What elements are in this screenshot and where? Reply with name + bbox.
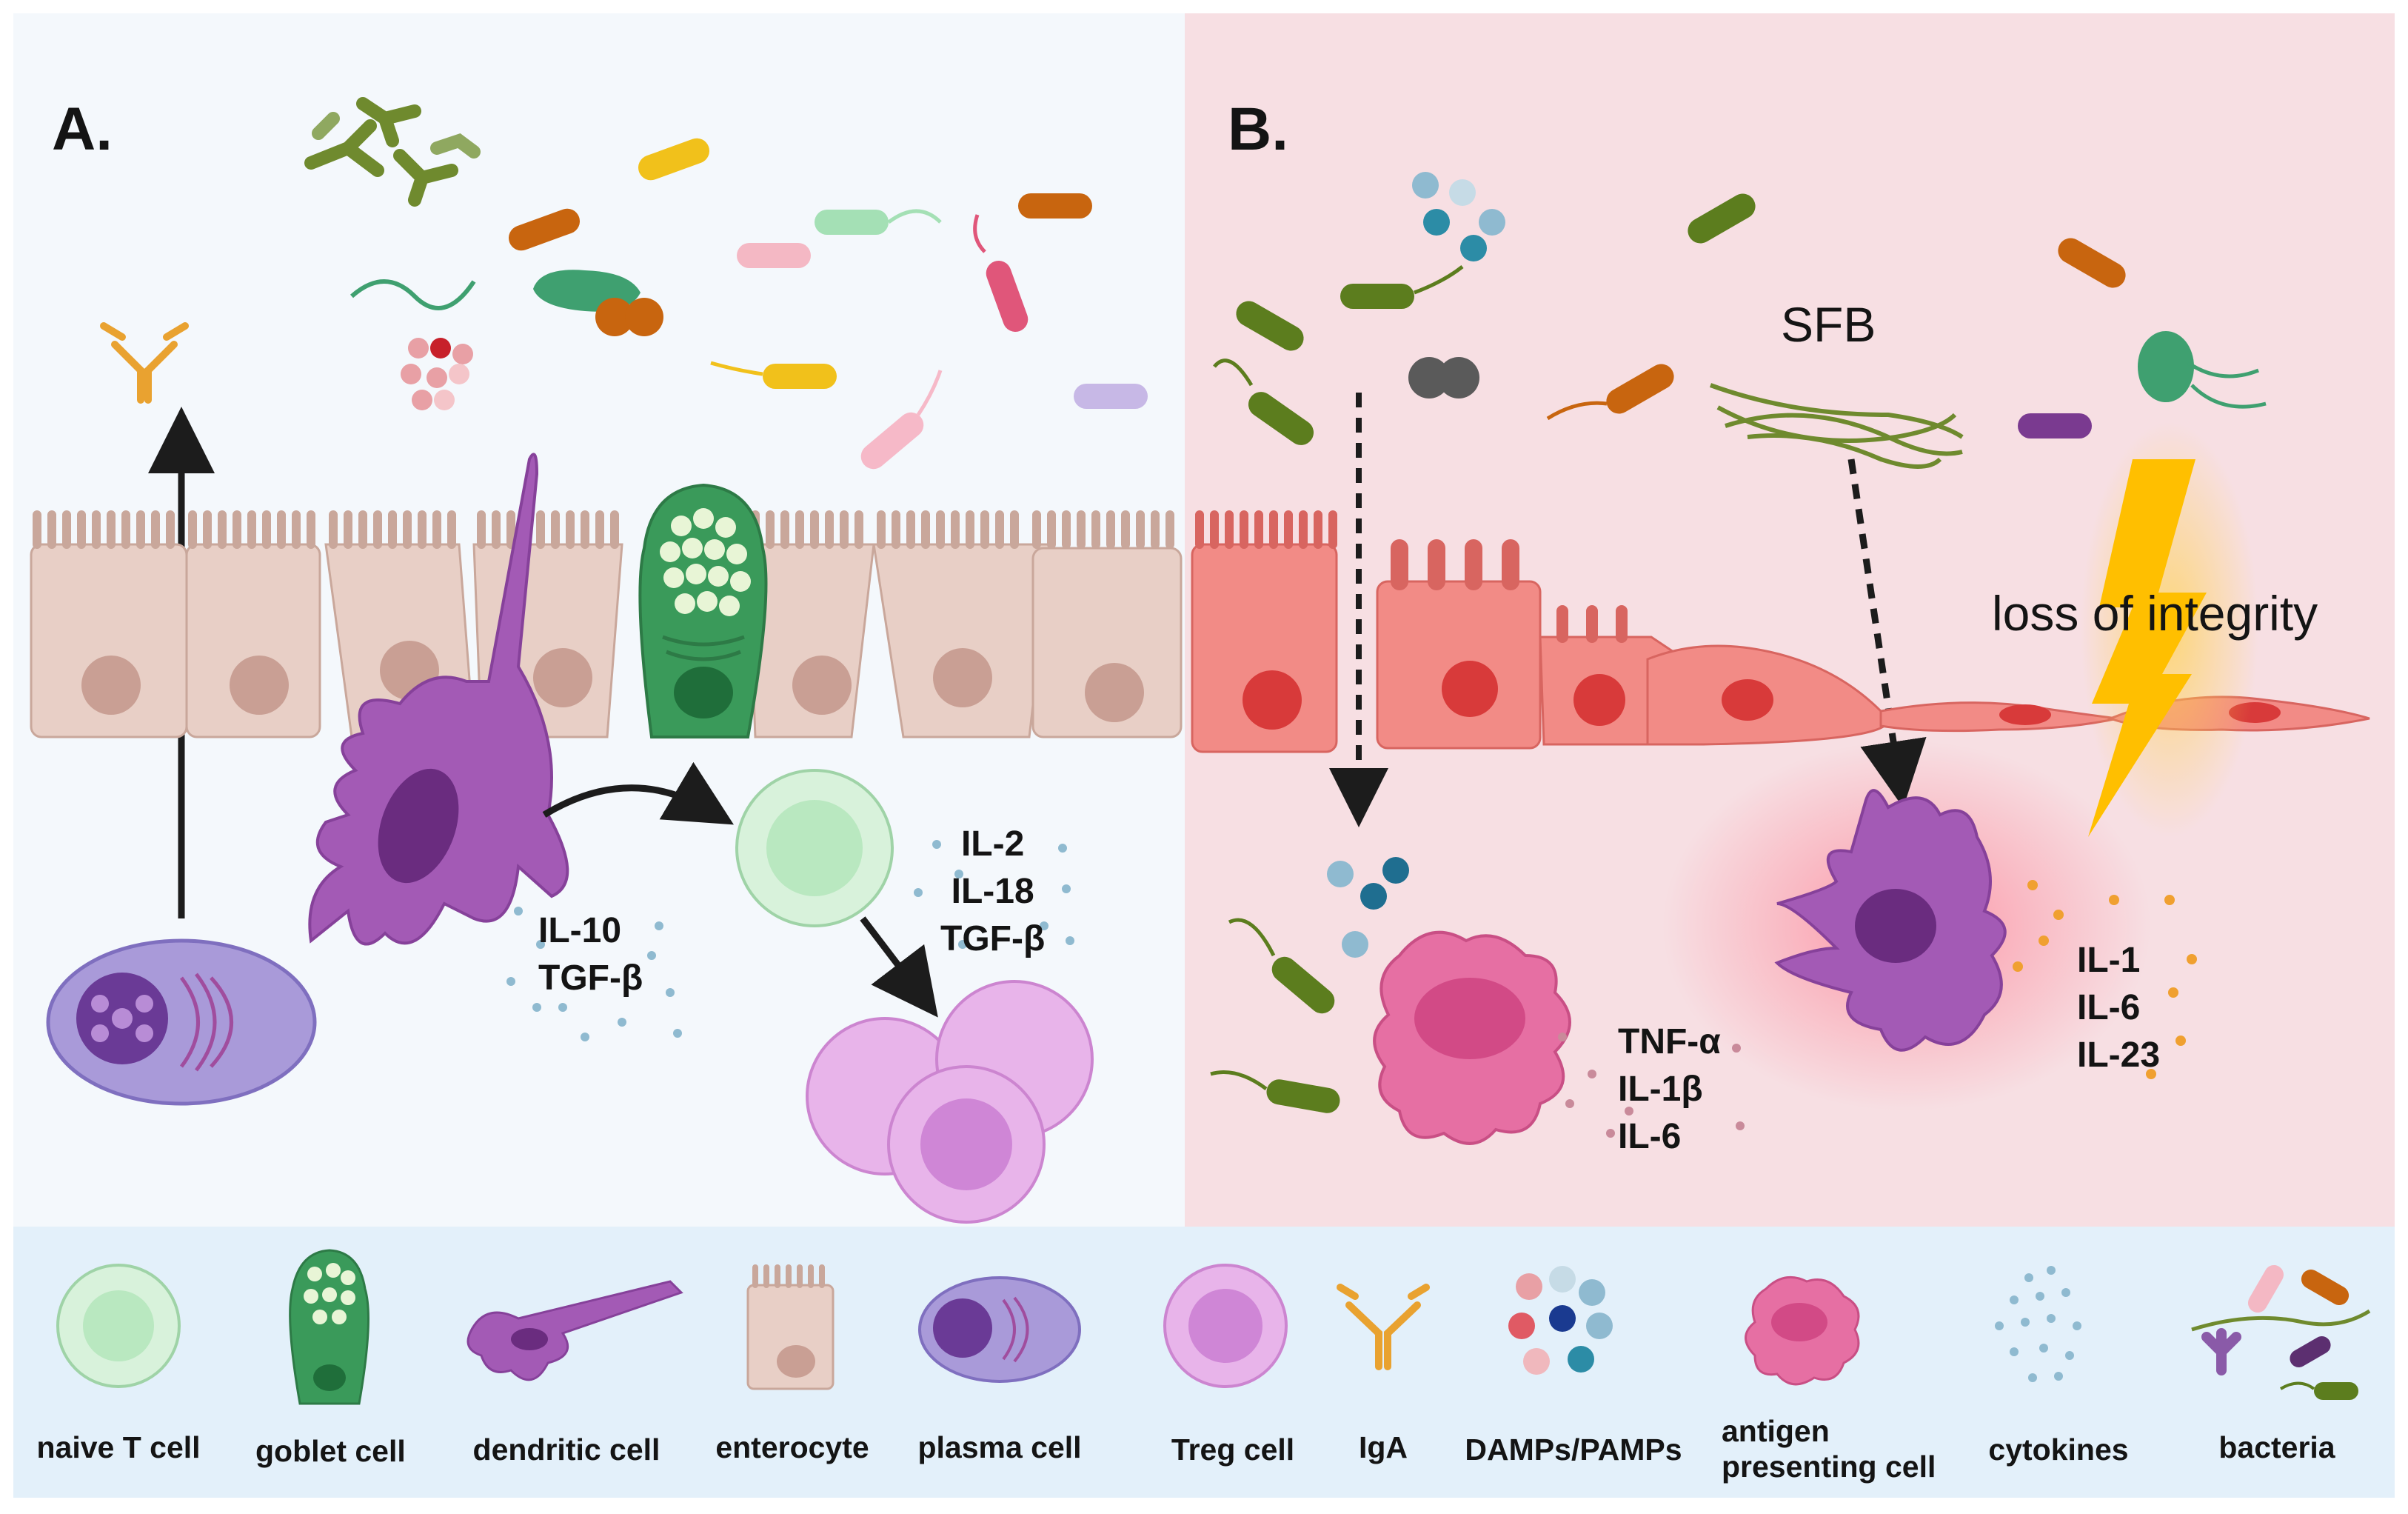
goblet-cell [638,483,768,738]
cytokine-label: IL-1β [1618,1070,1703,1109]
legend-label-damps-pamps: DAMPs/PAMPs [1465,1433,1682,1467]
cytokine-label: TGF-β [940,919,1046,958]
panel-a-bacteria [304,97,1148,475]
legend-goblet-cell-icon [289,1249,369,1405]
legend-label-naive-t-cell: naive T cell [36,1430,201,1464]
arrow-dc-to-tcell [542,761,735,825]
lightning-bolt-icon [2088,459,2207,837]
legend-label-goblet-cell: goblet cell [255,1434,406,1468]
legend-plasma-cell-icon [918,1276,1081,1383]
damps-cluster-b [1327,857,1409,958]
legend-damps-pamps-icon [1508,1266,1613,1375]
cytokine-label: TNF-α [1618,1022,1721,1061]
legend-label-treg-cell: Treg cell [1171,1433,1295,1467]
legend-label-cytokines: cytokines [1988,1433,2129,1467]
cytokine-label: IL-18 [951,872,1034,911]
branched-bacteria [304,97,481,207]
panel-a-cytokine-dots [506,840,1074,1041]
cytokine-label: IL-2 [960,824,1025,864]
legend-label-apc-line1: antigen [1722,1414,1830,1448]
apc-cytokine-dots [1558,1033,1745,1138]
legend-enterocyte-icon [746,1264,835,1390]
cytokine-label: TGF-β [538,958,643,998]
legend-label-apc-line2: presenting cell [1722,1450,1936,1484]
legend-label-iga: IgA [1358,1430,1408,1464]
legend-label-dendritic-cell: dendritic cell [472,1433,660,1467]
dc-cytokine-dots [2013,880,2197,1079]
treg-cells [806,980,1094,1224]
cytokine-label: IL-6 [2077,988,2141,1027]
green-flagellate [2138,331,2194,402]
sfb-filaments [1709,383,1964,469]
legend-dendritic-cell-icon [466,1280,683,1381]
iga-antibody [100,322,189,404]
plasma-cell [46,938,317,1106]
panel-a-epithelium [30,510,1183,738]
cytokine-label: IL-1 [2077,941,2141,980]
naive-t-cell [735,769,894,927]
legend-label-enterocyte: enterocyte [715,1430,869,1464]
tcell-cytokine-list-a: IL-2 IL-18 TGF-β [940,821,1045,963]
arrow-tcell-to-treg [860,916,938,1018]
legend-apc-icon [1745,1275,1860,1386]
antigen-presenting-cell [1373,930,1571,1145]
dc-cytokine-list-b: IL-1 IL-6 IL-23 [2077,937,2160,1079]
dendritic-cell-b [1774,789,2007,1052]
legend-bacteria-icon [2191,1264,2371,1400]
dashed-arrow-sfb-to-dc [1847,458,1927,808]
apc-cytokine-list: TNF-α IL-1β IL-6 [1618,1018,1721,1161]
legend-naive-t-cell-icon [56,1264,181,1388]
dc-cytokine-list-a: IL-10 TGF-β [538,907,643,1002]
panel-b-letter: B. [1228,96,1288,163]
legend-cytokines-icon [1995,1266,2081,1382]
cytokine-label: IL-10 [538,911,622,950]
cytokine-label: IL-6 [1618,1117,1682,1156]
loss-of-integrity-label: loss of integrity [1992,586,2318,641]
red-coccus-cluster [401,338,473,410]
legend-label-bacteria: bacteria [2218,1430,2335,1464]
legend-label-plasma-cell: plasma cell [917,1430,1082,1464]
panel-b-bacteria [1213,172,2267,450]
panel-a-letter: A. [52,96,113,163]
cytokine-label: IL-23 [2077,1036,2161,1075]
sfb-label: SFB [1781,297,1876,352]
diplococcus [595,298,663,336]
legend-label-apc: antigen presenting cell [1722,1413,1959,1484]
legend-treg-cell-icon [1163,1264,1288,1388]
panel-b-epithelium [1191,510,2370,753]
legend-iga-icon [1337,1284,1430,1370]
gray-diplococcus [1408,357,1479,398]
